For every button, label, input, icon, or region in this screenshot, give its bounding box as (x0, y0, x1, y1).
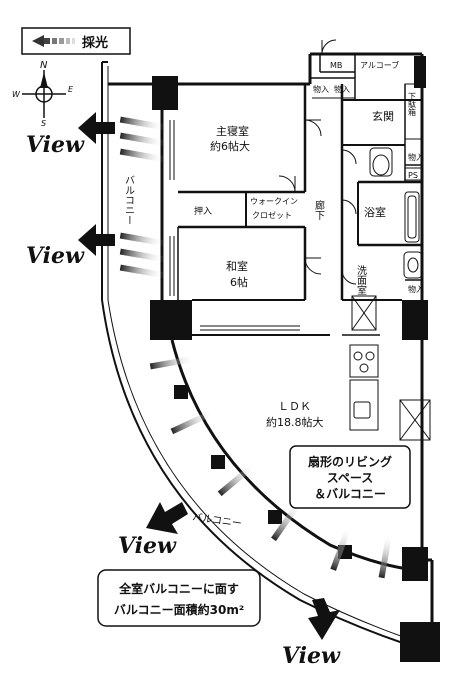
daylight-hatching (119, 116, 393, 579)
japanese-room-name: 和室 (226, 259, 248, 273)
daylight-legend: 採光 (21, 27, 131, 55)
door-swings (278, 39, 357, 285)
walk-in-closet-label-2: クロゼット (252, 210, 292, 220)
storage-label-3: 物入 (408, 152, 424, 162)
entrance-label: 玄関 (372, 109, 394, 123)
view-label-west-upper: View (26, 132, 85, 158)
compass-west: W (12, 90, 21, 99)
sink-icon (403, 251, 423, 279)
stove-icon (349, 344, 379, 378)
shoe-box-label: 下駄箱 (408, 92, 417, 117)
toilet-icon (369, 147, 393, 177)
ldk-name: ＬＤＫ (278, 400, 311, 413)
balcony-area-callout: 全室バルコニーに面す バルコニー面積約30m² (97, 569, 261, 627)
view-label-south: View (282, 643, 341, 669)
fixtures (349, 83, 431, 441)
balcony-area-line1: 全室バルコニーに面す (118, 581, 239, 596)
fan-shaped-line1: 扇形のリビング (308, 454, 392, 469)
fridge-icon (399, 399, 431, 441)
sliding-doors (169, 120, 300, 331)
view-arrows (78, 112, 340, 640)
ps-shaft (404, 167, 422, 181)
view-label-southwest: View (118, 533, 177, 559)
balcony-area-line2: バルコニー面積約30m² (114, 602, 244, 617)
corridor-label: 廊下 (313, 199, 325, 221)
japanese-room-size: 6帖 (230, 276, 248, 289)
washroom-label: 洗面室 (355, 265, 367, 295)
fan-shaped-callout: 扇形のリビング スペース ＆バルコニー (289, 445, 411, 509)
compass-icon: N E W S (12, 60, 74, 128)
mb-label: MB (330, 61, 342, 70)
view-label-west-lower: View (26, 243, 85, 269)
bathroom-label: 浴室 (364, 205, 386, 219)
alcove-label: アルコーブ (360, 60, 399, 70)
storage-label-1: 物入 (313, 84, 329, 94)
compass-east: E (68, 85, 74, 94)
daylight-legend-label: 採光 (82, 35, 108, 51)
master-bedroom-name: 主寝室 (216, 124, 249, 138)
storage-label-2: 物入 (334, 84, 350, 94)
kitchen-sink-icon (353, 401, 371, 419)
ps-label: PS (408, 171, 418, 180)
fan-shaped-line2: スペース (327, 471, 374, 485)
bathtub-icon (404, 191, 420, 243)
walk-in-closet-label-1: ウォークイン (250, 197, 298, 206)
counter-icon (349, 379, 379, 431)
balcony-label-west: バルコニー (123, 175, 135, 225)
balcony-outline (101, 61, 431, 653)
interior-walls (177, 54, 422, 336)
shoe-box (404, 83, 422, 140)
washer-icon (351, 295, 377, 331)
storage-label-4: 物入 (408, 284, 424, 294)
ldk-size: 約18.8帖大 (266, 415, 324, 429)
oshiire-label: 押入 (194, 205, 212, 217)
compass-south: S (41, 119, 46, 128)
compass-north: N (40, 60, 48, 71)
master-bedroom-size: 約6帖大 (210, 139, 250, 153)
fan-shaped-line3: ＆バルコニー (314, 487, 386, 501)
